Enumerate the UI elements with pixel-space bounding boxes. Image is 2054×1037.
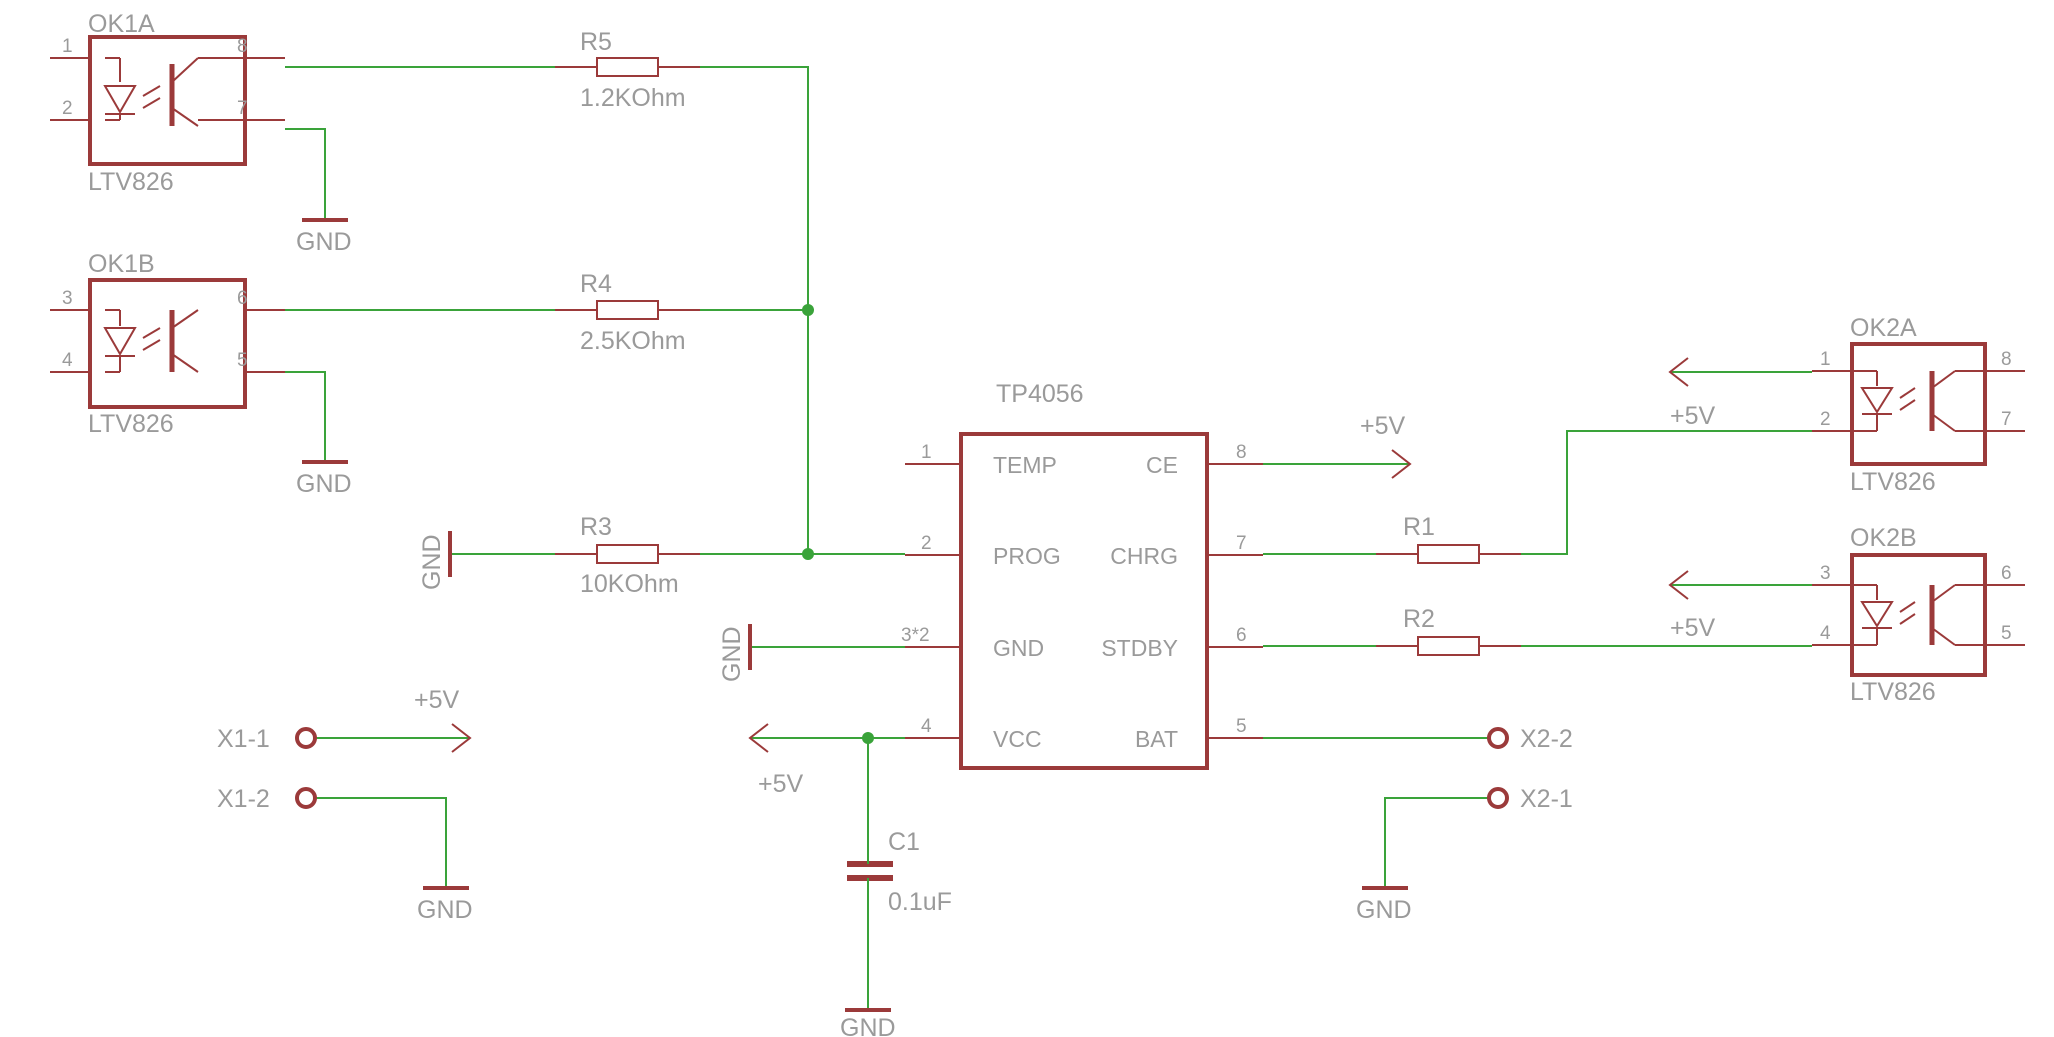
pin-number: 7 [1236, 533, 1247, 554]
pin-number: 6 [1236, 625, 1247, 646]
connector-label: X2-1 [1520, 785, 1573, 813]
part-ref: R4 [580, 270, 612, 298]
connector-x1-2: X1-2 [217, 785, 317, 813]
junction-dot [862, 732, 874, 744]
part-value: 2.5KOhm [580, 327, 686, 355]
ic-name: TP4056 [996, 380, 1084, 408]
resistor-r5: R5 1.2KOhm [555, 28, 700, 112]
pin-number: 1 [921, 442, 932, 463]
part-value: LTV826 [1850, 678, 1936, 706]
gnd-symbol: GND [718, 624, 752, 682]
net-label: GND [296, 470, 352, 498]
pin-number: 2 [921, 533, 932, 554]
optocoupler-ok1a: 1 2 8 7 OK1A LTV826 [50, 10, 285, 196]
net-label: +5V [414, 686, 460, 714]
resistor-r2: R2 [1376, 605, 1521, 656]
part-value: 1.2KOhm [580, 84, 686, 112]
junction-dot [802, 304, 814, 316]
pin-label: 7 [237, 98, 248, 119]
capacitor-c1: C1 0.1uF [847, 828, 952, 916]
part-ref: OK1A [88, 10, 155, 38]
part-value: LTV826 [88, 410, 174, 438]
pin-name: VCC [993, 726, 1042, 752]
gnd-symbol: GND [840, 1008, 896, 1037]
pin-number: 4 [921, 716, 932, 737]
part-value: 10KOhm [580, 570, 679, 598]
part-ref: R5 [580, 28, 612, 56]
pin-label: 5 [2001, 623, 2012, 644]
net-label: GND [718, 626, 746, 682]
net-label: GND [417, 896, 473, 924]
pin-name: TEMP [993, 452, 1057, 478]
connector-label: X1-2 [217, 785, 270, 813]
pin-label: 2 [62, 98, 73, 119]
resistor-r1: R1 [1376, 513, 1521, 564]
pin-label: 3 [62, 288, 73, 309]
vcc-arrow-symbol: +5V [1360, 412, 1412, 479]
net-label: GND [840, 1014, 896, 1037]
optocoupler-ok1b: 3 4 6 5 OK1B LTV826 [50, 250, 285, 438]
pin-name: CHRG [1110, 543, 1178, 569]
pin-label: 6 [2001, 563, 2012, 584]
part-ref: R1 [1403, 513, 1435, 541]
connector-x2-1: X2-1 [1487, 785, 1573, 813]
gnd-symbol: GND [417, 886, 473, 924]
junction-dot [802, 548, 814, 560]
net-label: +5V [1670, 402, 1716, 430]
part-ref: OK2B [1850, 524, 1917, 552]
part-ref: C1 [888, 828, 920, 856]
wires [285, 66, 1812, 1010]
gnd-symbol: GND [418, 531, 452, 590]
net-label: +5V [1360, 412, 1406, 440]
pin-number: 8 [1236, 442, 1247, 463]
gnd-symbol: GND [296, 218, 352, 256]
resistor-r4: R4 2.5KOhm [555, 270, 700, 355]
net-label: GND [1356, 896, 1412, 924]
vcc-arrow-symbol: +5V [1668, 357, 1716, 430]
gnd-symbol: GND [296, 460, 352, 498]
connector-label: X2-2 [1520, 725, 1573, 753]
pin-name: CE [1146, 452, 1178, 478]
resistor-r3: R3 10KOhm [555, 513, 700, 598]
vcc-arrow-symbol: +5V [414, 686, 472, 753]
net-label: GND [418, 534, 446, 590]
pin-number: 5 [1236, 716, 1247, 737]
pin-label: 2 [1820, 409, 1831, 430]
pin-label: 4 [62, 350, 73, 371]
pin-label: 7 [2001, 409, 2012, 430]
pin-label: 8 [237, 36, 248, 57]
pin-number: 3*2 [901, 625, 930, 646]
net-label: +5V [758, 770, 804, 798]
connector-label: X1-1 [217, 725, 270, 753]
ic-tp4056: TP4056 1 2 3*2 4 TEMP PROG GND VCC 8 7 6… [901, 380, 1263, 770]
pin-label: 5 [237, 350, 248, 371]
part-ref: OK1B [88, 250, 155, 278]
part-value: 0.1uF [888, 888, 952, 916]
vcc-arrow-symbol: +5V [748, 723, 804, 798]
part-ref: R2 [1403, 605, 1435, 633]
pin-name: BAT [1135, 726, 1178, 752]
connector-x2-2: X2-2 [1487, 725, 1573, 753]
part-value: LTV826 [88, 168, 174, 196]
pin-name: STDBY [1101, 635, 1178, 661]
optocoupler-ok2a: 1 2 8 7 OK2A LTV826 [1812, 314, 2025, 496]
net-label: +5V [1670, 614, 1716, 642]
pin-name: PROG [993, 543, 1061, 569]
part-ref: OK2A [1850, 314, 1917, 342]
optocoupler-ok2b: 3 4 6 5 OK2B LTV826 [1812, 524, 2025, 706]
pin-label: 1 [1820, 349, 1831, 370]
part-ref: R3 [580, 513, 612, 541]
pin-label: 3 [1820, 563, 1831, 584]
pin-name: GND [993, 635, 1044, 661]
vcc-arrow-symbol: +5V [1668, 570, 1716, 642]
pin-label: 4 [1820, 623, 1831, 644]
net-label: GND [296, 228, 352, 256]
pin-label: 6 [237, 288, 248, 309]
part-value: LTV826 [1850, 468, 1936, 496]
pin-label: 8 [2001, 349, 2012, 370]
connector-x1-1: X1-1 [217, 725, 317, 753]
gnd-symbol: GND [1356, 886, 1412, 924]
pin-label: 1 [62, 36, 73, 57]
